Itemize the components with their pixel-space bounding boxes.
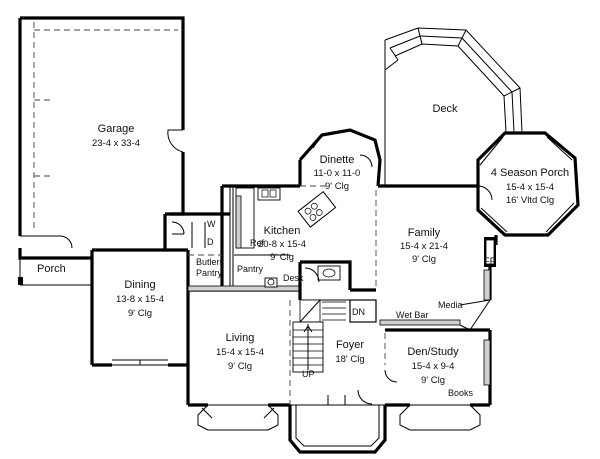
pantry-name: Pantry bbox=[237, 264, 264, 274]
kitchen-walls bbox=[222, 160, 337, 249]
garage-walls bbox=[18, 16, 185, 260]
books-label: Books bbox=[448, 388, 474, 398]
season-porch-walls bbox=[476, 131, 580, 237]
living-walls bbox=[188, 300, 291, 431]
season-porch-dims: 15-4 x 15-4 bbox=[506, 182, 554, 193]
dinette-dims: 11-0 x 11-0 bbox=[314, 168, 361, 179]
living-name: Living bbox=[226, 332, 255, 344]
dinette-name: Dinette bbox=[320, 154, 355, 166]
dining-walls bbox=[90, 214, 190, 405]
room-labels: Garage 23-4 x 33-4 Porch Dining 13-8 x 1… bbox=[37, 103, 569, 398]
garage-dims: 23-4 x 33-4 bbox=[92, 138, 140, 149]
deck-name: Deck bbox=[432, 103, 458, 115]
dining-ceiling: 9' Clg bbox=[128, 308, 152, 319]
laundry-walls bbox=[165, 212, 230, 252]
stair-up-label: UP bbox=[302, 369, 315, 379]
kitchen-ceiling: 9' Clg bbox=[270, 252, 294, 263]
foyer-ceiling: 18' Clg bbox=[335, 354, 364, 365]
foyer-name: Foyer bbox=[336, 339, 364, 351]
stair-down-label: DN bbox=[352, 307, 365, 317]
dn-box bbox=[349, 299, 377, 323]
den-walls bbox=[384, 328, 492, 431]
den-name: Den/Study bbox=[407, 346, 459, 358]
butlers-pantry-walls bbox=[187, 186, 301, 292]
porch-area bbox=[18, 258, 92, 286]
media-label: Media bbox=[438, 300, 463, 310]
family-walls bbox=[375, 184, 498, 331]
den-ceiling: 9' Clg bbox=[421, 375, 445, 386]
fireplace-label: FP bbox=[484, 256, 496, 266]
dining-name: Dining bbox=[124, 279, 155, 291]
butlers-line1: Butlers bbox=[196, 257, 225, 267]
foyer-bay bbox=[288, 369, 398, 454]
season-porch-ceiling: 16' Vltd Clg bbox=[506, 195, 554, 206]
deck-outline bbox=[384, 27, 523, 186]
dinette-walls bbox=[298, 128, 382, 187]
family-ceiling: 9' Clg bbox=[412, 254, 436, 265]
dinette-ceiling: 9' Clg bbox=[325, 181, 349, 192]
family-name: Family bbox=[408, 227, 441, 239]
living-ceiling: 9' Clg bbox=[228, 361, 252, 372]
wetbar-label: Wet Bar bbox=[396, 310, 428, 320]
season-porch-name: 4 Season Porch bbox=[491, 167, 569, 179]
ref-label: Ref bbox=[250, 238, 265, 248]
den-dims: 15-4 x 9-4 bbox=[412, 361, 455, 372]
family-dims: 15-4 x 21-4 bbox=[400, 241, 448, 252]
kitchen-dims: 20-8 x 15-4 bbox=[258, 239, 306, 250]
butlers-line2: Pantry bbox=[196, 268, 223, 278]
stair-block bbox=[298, 260, 376, 323]
living-dims: 15-4 x 15-4 bbox=[216, 347, 264, 358]
dining-dims: 13-8 x 15-4 bbox=[116, 294, 164, 305]
porch-name: Porch bbox=[37, 263, 66, 275]
kitchen-name: Kitchen bbox=[264, 225, 301, 237]
garage-name: Garage bbox=[98, 123, 135, 135]
washer-label: W bbox=[207, 219, 216, 229]
desk-name: Desk bbox=[283, 273, 304, 283]
dryer-label: D bbox=[207, 237, 214, 247]
main-stair bbox=[292, 321, 324, 373]
